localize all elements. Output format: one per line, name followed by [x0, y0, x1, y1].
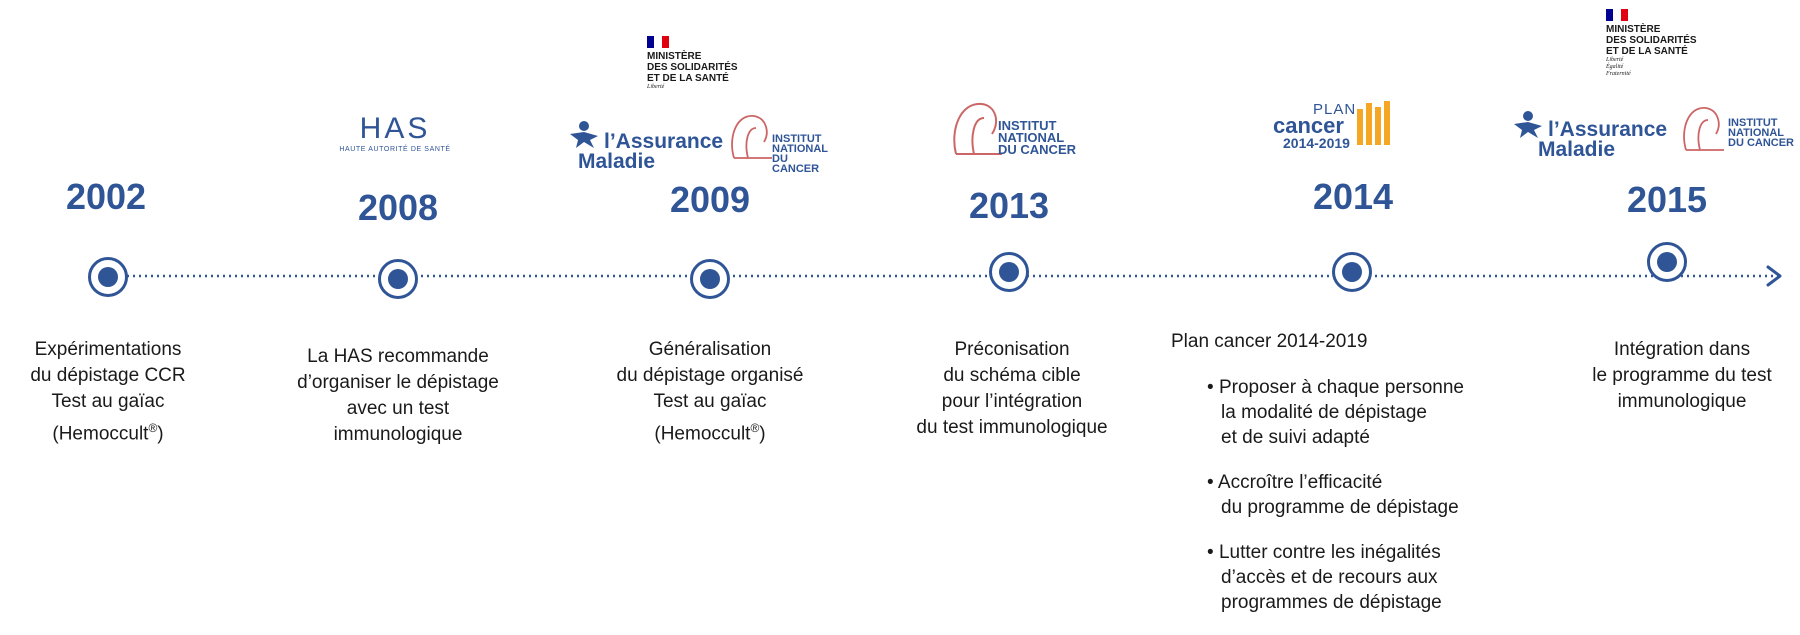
milestone-line: pour l’intégration: [941, 391, 1083, 412]
milestone-close: ): [157, 423, 164, 445]
milestone-2002-text: Expérimentations du dépistage CCR Test a…: [0, 337, 216, 447]
assurance-line2: Maladie: [1538, 138, 1616, 161]
year-2015: 2015: [1626, 179, 1708, 220]
year-2009: 2009: [669, 179, 751, 220]
ministere-logo-2009: MINISTÈRE DES SOLIDARITÉS ET DE LA SANTÉ…: [647, 36, 738, 91]
assurance-maladie-emblem-icon: [570, 121, 598, 148]
registered-mark: ®: [750, 421, 760, 435]
inca-line: DU CANCER: [998, 142, 1076, 157]
plan-people-icon: [1357, 101, 1390, 145]
inca-emblem-icon: [1683, 107, 1724, 151]
ministere-line: ET DE LA SANTÉ: [1606, 46, 1688, 57]
bullet-line: programmes de dépistage: [1221, 592, 1442, 613]
timeline-marker-2014: [1332, 252, 1372, 292]
plan-cancer-logo: PLAN cancer 2014-2019: [1273, 101, 1393, 153]
assurance-line1: l’Assurance: [1548, 118, 1668, 141]
inca-line: NATIONAL: [998, 130, 1065, 145]
milestone-2008-text: La HAS recommande d’organiser le dépista…: [262, 344, 534, 448]
inca-logo-2015: INSTITUT NATIONAL DU CANCER: [1678, 100, 1800, 156]
inca-logo-2009: INSTITUT NATIONAL DU CANCER: [726, 108, 836, 175]
timeline-marker-2009: [690, 259, 730, 299]
timeline-marker-2008: [378, 259, 418, 299]
milestone-2013-text: Préconisation du schéma cible pour l’int…: [894, 337, 1130, 441]
inca-line: INSTITUT: [998, 118, 1057, 133]
milestone-line: immunologique: [1617, 391, 1747, 412]
ministere-motto: Fraternité: [1606, 71, 1631, 77]
ministere-line: DES SOLIDARITÉS: [1606, 35, 1697, 46]
bullet-line: Accroître l’efficacité: [1217, 472, 1383, 493]
milestone-line: Généralisation: [648, 339, 772, 360]
milestone-line: Préconisation: [954, 339, 1070, 360]
milestone-line: (Hemoccult: [52, 423, 149, 445]
timeline-arrow-icon: [1766, 265, 1782, 287]
milestone-line: le programme du test: [1592, 365, 1772, 386]
plan-line3: 2014-2019: [1283, 135, 1350, 151]
inca-line: NATIONAL: [1728, 127, 1785, 139]
milestone-line: du dépistage organisé: [616, 365, 804, 386]
inca-emblem-icon: [953, 102, 1002, 155]
ministere-line: MINISTÈRE: [1606, 24, 1661, 35]
ministere-line: DES SOLIDARITÉS: [647, 62, 738, 73]
milestone-2009-text: Généralisation du dépistage organisé Tes…: [590, 337, 830, 447]
milestone-line: La HAS recommande: [307, 346, 489, 367]
milestone-line: Test au gaïac: [51, 391, 165, 412]
milestone-line: (Hemoccult: [654, 423, 751, 445]
ministere-motto: Égalité: [1606, 64, 1624, 70]
year-2008: 2008: [357, 187, 439, 228]
milestone-line: du test immunologique: [916, 417, 1108, 438]
milestone-line: Intégration dans: [1613, 339, 1751, 360]
timeline-marker-2013: [989, 252, 1029, 292]
inca-line: INSTITUT: [772, 133, 822, 145]
milestone-2014-bullets: • Proposer à chaque personne la modalité…: [1199, 375, 1559, 635]
milestone-line: du schéma cible: [943, 365, 1081, 386]
milestone-close: ): [759, 423, 766, 445]
bullet-line: Proposer à chaque personne: [1218, 377, 1464, 398]
ministere-motto: Liberté: [1606, 57, 1624, 63]
milestone-line: du dépistage CCR: [30, 365, 186, 386]
ministere-line: MINISTÈRE: [647, 51, 702, 62]
list-item: • Accroître l’efficacité du programme de…: [1199, 470, 1559, 520]
inca-emblem-icon: [731, 115, 772, 159]
bullet-line: d’accès et de recours aux: [1221, 567, 1438, 588]
registered-mark: ®: [148, 421, 158, 435]
milestone-line: Test au gaïac: [653, 391, 767, 412]
milestone-line: avec un test: [346, 398, 450, 419]
has-subtitle: HAUTE AUTORITÉ DE SANTÉ: [339, 146, 451, 153]
has-logo: HAS HAUTE AUTORITÉ DE SANTÉ: [320, 112, 470, 153]
plan-line2: cancer: [1273, 113, 1344, 138]
bullet-line: la modalité de dépistage: [1221, 402, 1427, 423]
year-2013: 2013: [968, 185, 1050, 226]
bullet-line: du programme de dépistage: [1221, 497, 1459, 518]
milestone-line: d’organiser le dépistage: [297, 372, 499, 393]
inca-logo-2013: INSTITUT NATIONAL DU CANCER: [948, 94, 1078, 160]
inca-line: INSTITUT: [1728, 117, 1778, 129]
assurance-line2: Maladie: [578, 150, 656, 173]
milestone-2014-heading: Plan cancer 2014-2019: [1171, 331, 1368, 352]
milestone-line: immunologique: [333, 424, 463, 445]
bullet-line: Lutter contre les inégalités: [1218, 542, 1441, 563]
list-item: • Lutter contre les inégalités d’accès e…: [1199, 540, 1559, 615]
inca-line: DU CANCER: [1728, 137, 1794, 149]
french-flag-icon: [647, 36, 669, 48]
year-2014: 2014: [1312, 176, 1394, 217]
timeline-marker-2015: [1647, 242, 1687, 282]
assurance-maladie-emblem-icon: [1514, 111, 1542, 138]
ministere-logo-2015: MINISTÈRE DES SOLIDARITÉS ET DE LA SANTÉ…: [1606, 9, 1697, 78]
french-flag-icon: [1606, 9, 1628, 21]
plan-line1: PLAN: [1313, 101, 1357, 118]
year-2002: 2002: [65, 176, 147, 217]
has-wordmark: HAS: [359, 112, 431, 145]
milestone-2015-text: Intégration dans le programme du test im…: [1564, 337, 1800, 415]
timeline-marker-2002: [88, 257, 128, 297]
ministere-motto: Liberté: [647, 84, 665, 90]
bullet-line: et de suivi adapté: [1221, 427, 1370, 448]
list-item: • Proposer à chaque personne la modalité…: [1199, 375, 1559, 450]
ministere-line: ET DE LA SANTÉ: [647, 73, 729, 84]
assurance-line1: l’Assurance: [604, 130, 724, 153]
inca-line: DU CANCER: [772, 153, 820, 175]
inca-line: NATIONAL: [772, 143, 829, 155]
milestone-line: Expérimentations: [34, 339, 182, 360]
